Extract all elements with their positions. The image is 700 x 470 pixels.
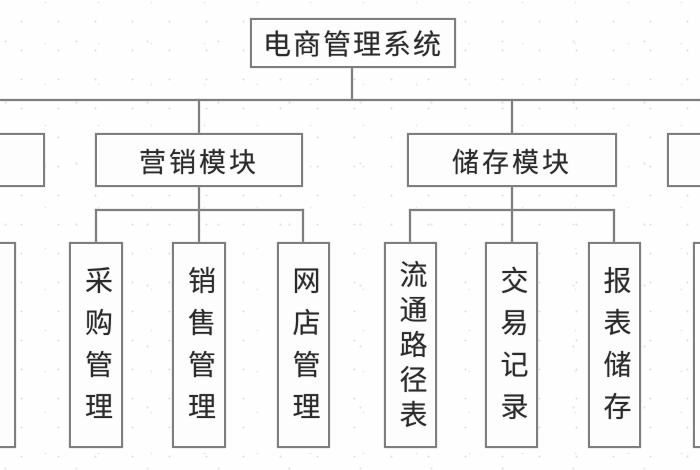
module-node-storage-label: 储存模块: [452, 147, 572, 178]
connector-line: [302, 209, 304, 242]
connector-line: [95, 209, 97, 242]
connector-line: [511, 187, 513, 210]
connector-line: [198, 187, 200, 210]
leaf-node-report-storage-label: 报表储存: [599, 266, 631, 434]
connector-line: [0, 99, 700, 101]
connector-line: [511, 99, 513, 133]
leaf-node-sales: 销售管理: [172, 242, 226, 448]
leaf-node-partial-right: [693, 242, 700, 448]
leaf-node-transaction-records-label: 交易记录: [496, 266, 528, 434]
leaf-node-circulation-path-label: 流通路径表: [395, 260, 427, 435]
connector-line: [198, 99, 200, 133]
connector-line: [409, 209, 411, 242]
leaf-node-online-store-label: 网店管理: [288, 266, 320, 434]
connector-line: [511, 209, 513, 242]
module-node-partial-left: [0, 133, 45, 187]
root-node: 电商管理系统: [250, 18, 456, 68]
leaf-node-online-store: 网店管理: [277, 242, 330, 448]
leaf-node-circulation-path: 流通路径表: [384, 242, 437, 448]
connector-line: [198, 209, 200, 242]
connector-line: [613, 209, 615, 242]
leaf-node-transaction-records: 交易记录: [485, 242, 538, 448]
module-node-partial-right: [667, 133, 700, 187]
leaf-node-sales-label: 销售管理: [184, 266, 215, 434]
module-node-marketing: 营销模块: [95, 133, 303, 187]
root-node-label: 电商管理系统: [262, 30, 443, 61]
module-node-storage: 储存模块: [407, 133, 617, 187]
leaf-node-report-storage: 报表储存: [588, 242, 641, 448]
leaf-node-procurement: 采购管理: [69, 242, 123, 448]
module-node-marketing-label: 营销模块: [139, 147, 259, 178]
leaf-node-procurement-label: 采购管理: [81, 266, 112, 434]
connector-line: [351, 68, 353, 100]
leaf-node-partial-left: [0, 242, 16, 448]
